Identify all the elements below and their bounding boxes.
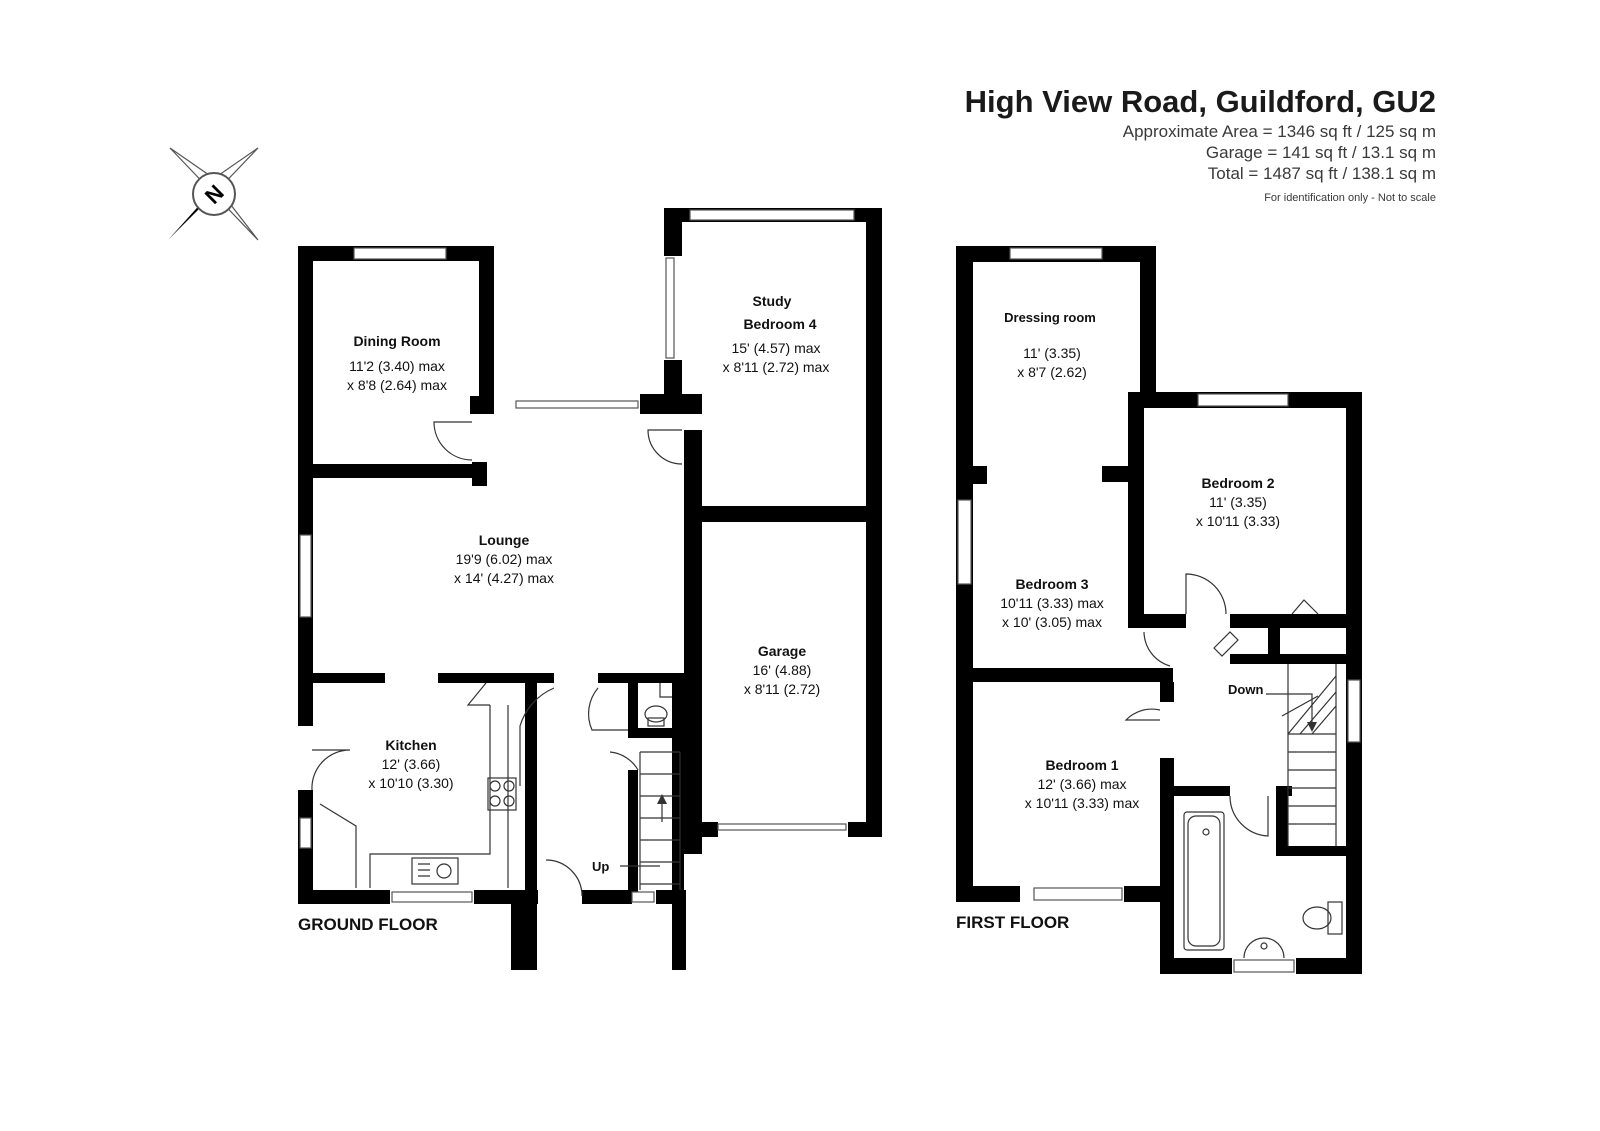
dining-room-name: Dining Room	[353, 333, 440, 349]
approximate-area: Approximate Area = 1346 sq ft / 125 sq m	[1122, 122, 1436, 141]
lounge-dim2: x 14' (4.27) max	[454, 570, 554, 586]
compass-icon: N	[168, 147, 259, 241]
study-dim1: 15' (4.57) max	[731, 340, 820, 356]
garage-dim2: x 8'11 (2.72)	[744, 681, 820, 697]
first-floor-fixtures	[1124, 573, 1343, 959]
bedroom3-dim2: x 10' (3.05) max	[1002, 614, 1102, 630]
lounge-name: Lounge	[479, 532, 530, 548]
ground-floor-label: GROUND FLOOR	[298, 915, 438, 934]
bedroom2-dim2: x 10'11 (3.33)	[1196, 513, 1280, 529]
kitchen-dim2: x 10'10 (3.30)	[368, 775, 453, 791]
disclaimer: For identification only - Not to scale	[1264, 192, 1436, 204]
first-floor-stairs	[1266, 664, 1337, 846]
study-bedroom4-name: Bedroom 4	[743, 316, 816, 332]
bedroom1-dim2: x 10'11 (3.33) max	[1025, 795, 1139, 811]
dining-room-dim2: x 8'8 (2.64) max	[347, 377, 447, 393]
stairs-down-label: Down	[1228, 682, 1263, 697]
bedroom2-dim1: 11' (3.35)	[1209, 494, 1267, 510]
garage-area: Garage = 141 sq ft / 13.1 sq m	[1205, 143, 1436, 162]
dressing-room-name: Dressing room	[1004, 310, 1096, 325]
bedroom3-name: Bedroom 3	[1015, 576, 1088, 592]
study-name: Study	[753, 293, 792, 309]
garage-name: Garage	[758, 643, 806, 659]
ground-floor-stairs	[620, 751, 681, 890]
dressing-room-dim1: 11' (3.35)	[1023, 345, 1081, 361]
lounge-dim1: 19'9 (6.02) max	[456, 551, 553, 567]
bedroom2-name: Bedroom 2	[1201, 475, 1274, 491]
study-dim2: x 8'11 (2.72) max	[723, 359, 830, 375]
total-area: Total = 1487 sq ft / 138.1 sq m	[1207, 164, 1436, 183]
bedroom1-dim1: 12' (3.66) max	[1037, 776, 1126, 792]
dressing-room-dim2: x 8'7 (2.62)	[1017, 364, 1087, 380]
ground-floor-windows	[299, 209, 855, 903]
bedroom3-dim1: 10'11 (3.33) max	[1000, 595, 1104, 611]
garage-dim1: 16' (4.88)	[753, 662, 812, 678]
plan-title: High View Road, Guildford, GU2	[964, 84, 1436, 119]
dining-room-dim1: 11'2 (3.40) max	[349, 358, 445, 374]
kitchen-dim1: 12' (3.66)	[382, 756, 441, 772]
bedroom1-name: Bedroom 1	[1045, 757, 1118, 773]
stairs-up-label: Up	[592, 859, 609, 874]
kitchen-name: Kitchen	[385, 737, 436, 753]
ground-floor-fixtures	[311, 421, 683, 897]
first-floor-windows	[957, 247, 1361, 973]
first-floor-label: FIRST FLOOR	[956, 913, 1069, 932]
